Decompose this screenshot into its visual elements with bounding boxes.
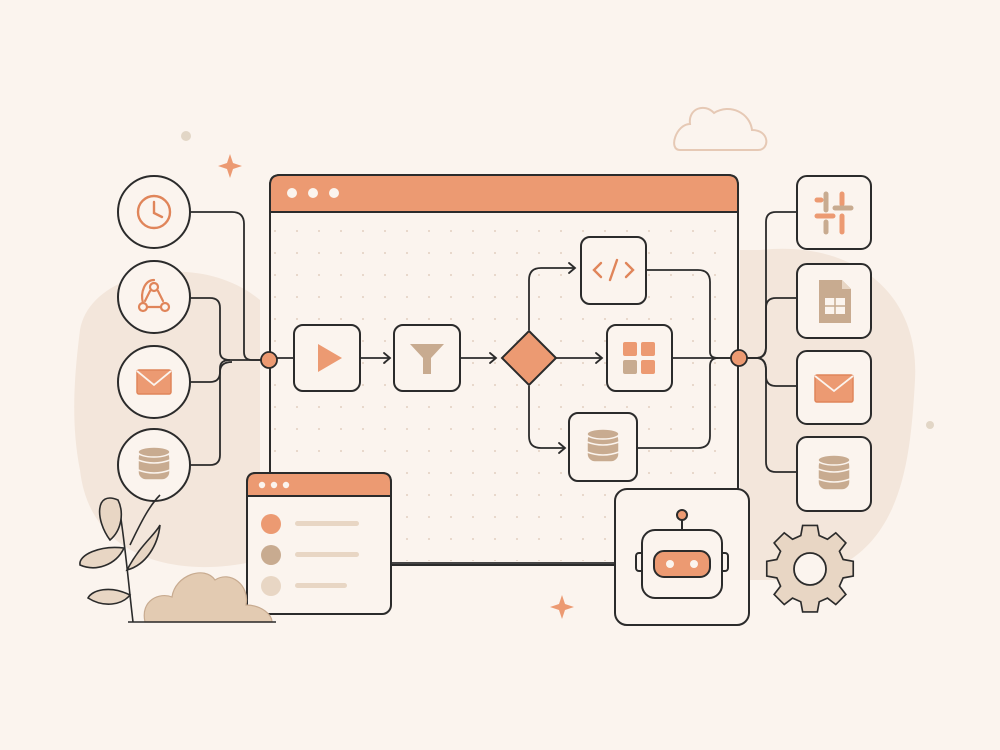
branch-apps — [606, 324, 673, 392]
trigger-webhook — [117, 260, 191, 334]
decor-dot — [926, 421, 934, 429]
sparkle-icon — [550, 595, 574, 619]
arrowheads — [383, 262, 604, 454]
window-dot — [258, 481, 266, 489]
window-dot — [329, 188, 339, 198]
window-dot — [308, 188, 318, 198]
window-dot — [287, 188, 297, 198]
database-icon — [586, 428, 620, 463]
decision-diamond-icon — [500, 329, 558, 387]
step-filter — [393, 324, 461, 392]
webhook-icon — [137, 278, 171, 313]
log-row — [261, 576, 347, 596]
decor — [181, 106, 934, 619]
filter-icon — [410, 344, 444, 374]
database-icon — [137, 446, 171, 481]
branch-code — [580, 236, 647, 305]
window-dot — [282, 481, 290, 489]
step-start — [293, 324, 361, 392]
clock-icon — [136, 194, 172, 230]
grid-app-icon — [623, 342, 655, 374]
gear-icon — [765, 524, 855, 613]
slack-icon — [814, 191, 854, 235]
bush-icon — [128, 572, 276, 623]
mail-icon — [814, 374, 854, 403]
right-hub-node — [730, 349, 748, 367]
mail-icon — [136, 369, 172, 395]
database-icon — [817, 454, 851, 491]
log-row — [261, 545, 359, 565]
output-slack — [796, 175, 872, 250]
branch-database — [568, 412, 638, 482]
window-dot — [270, 481, 278, 489]
sparkle-icon — [218, 154, 242, 178]
output-mail — [796, 350, 872, 425]
leaf-plant-icon — [79, 494, 161, 623]
spreadsheet-icon — [819, 280, 851, 323]
decor-dot — [181, 131, 191, 141]
code-icon — [592, 258, 635, 282]
robot-icon — [635, 509, 729, 599]
trigger-clock — [117, 175, 191, 249]
connectors — [190, 211, 796, 564]
output-sheets — [796, 263, 872, 339]
output-database — [796, 436, 872, 512]
log-row — [261, 514, 359, 534]
step-decision — [500, 329, 558, 387]
left-hub-node — [260, 351, 278, 369]
cloud-icon — [673, 106, 768, 151]
trigger-mail — [117, 345, 191, 419]
robot-card — [614, 488, 750, 626]
log-panel-window — [246, 472, 392, 615]
play-icon — [318, 344, 342, 372]
trigger-database — [117, 428, 191, 502]
